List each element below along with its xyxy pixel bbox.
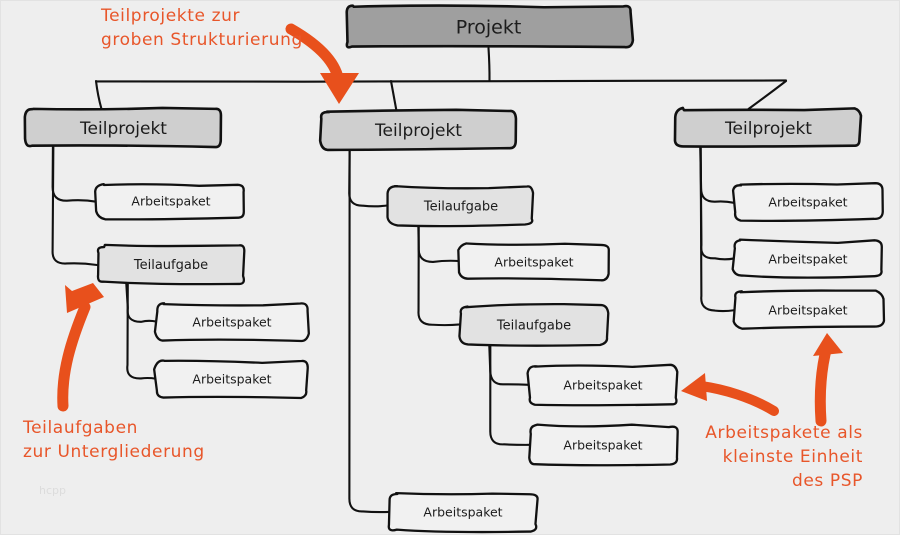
node-right-2-box	[731, 238, 883, 279]
node-middle-3-label: Teilaufgabe	[496, 319, 571, 334]
node-middle-1[interactable]: Teilaufgabe	[386, 184, 535, 228]
connector-left-to-subtask	[51, 145, 99, 267]
arrow-workpackages-head-up	[813, 333, 843, 356]
node-left-2-label: Teilaufgabe	[133, 258, 208, 273]
connector-right-to-wp2	[699, 145, 736, 261]
connector-subtask-to-wp2	[126, 281, 158, 380]
node-middle-2-box	[457, 242, 610, 282]
node-middle-1-label: Teilaufgabe	[423, 200, 498, 215]
node-subproject-3-label: Teilprojekt	[724, 119, 812, 139]
node-middle-4[interactable]: Arbeitspaket	[526, 363, 679, 407]
node-middle-5[interactable]: Arbeitspaket	[528, 423, 679, 467]
node-root-projekt[interactable]: Projekt	[345, 4, 635, 49]
annotation-subtasks-line-1: Teilaufgaben	[22, 418, 138, 438]
connector-right-to-wp1	[699, 145, 736, 204]
node-right-1-box	[731, 182, 884, 223]
node-right-3[interactable]: Arbeitspaket	[732, 289, 886, 330]
node-subproject-2-label: Teilprojekt	[374, 121, 462, 141]
connector-root-stem	[487, 46, 491, 83]
node-subproject-3[interactable]: Teilprojekt	[673, 106, 863, 148]
connector-mid-to-subtask1	[348, 147, 391, 208]
connector-layer	[51, 46, 788, 514]
node-middle-5-box	[528, 423, 679, 467]
connector-horizontal-bus	[94, 79, 788, 83]
node-right-3-box	[732, 289, 886, 330]
arrow-workpackages-curve-left	[696, 381, 779, 416]
annotation-workpackages-line-2: kleinste Einheit	[723, 447, 863, 467]
node-subproject-2-box	[318, 108, 518, 152]
annotation-subprojects-line-1: Teilprojekte zur	[100, 6, 240, 26]
node-middle-4-box	[526, 363, 679, 407]
node-left-1-box	[94, 182, 245, 221]
node-subproject-2[interactable]: Teilprojekt	[318, 108, 518, 152]
annotation-subtasks-line-2: zur Untergliederung	[23, 442, 205, 462]
node-middle-5-label: Arbeitspaket	[563, 438, 642, 453]
node-middle-2[interactable]: Arbeitspaket	[457, 242, 610, 282]
connector-mid-to-wp-bottom	[348, 147, 391, 514]
node-root-projekt-box	[345, 4, 635, 49]
node-middle-6-box	[387, 491, 539, 534]
node-middle-3-box	[458, 302, 610, 347]
node-left-3-box	[153, 302, 310, 343]
arrow-subtasks-head	[65, 283, 104, 313]
arrow-subprojects-head	[320, 73, 359, 104]
connector-left-to-wp1	[51, 145, 99, 203]
node-left-3-label: Arbeitspaket	[192, 315, 271, 330]
annotation-workpackages-line-3: des PSP	[792, 471, 863, 491]
arrow-workpackages-head-left	[681, 373, 707, 401]
node-left-1-label: Arbeitspaket	[131, 194, 210, 209]
node-right-1-label: Arbeitspaket	[768, 195, 847, 210]
annotation-subprojects: Teilprojekte zur groben Strukturierung	[100, 6, 303, 50]
node-left-4-label: Arbeitspaket	[192, 372, 271, 387]
node-subproject-1-box	[23, 106, 223, 149]
node-left-2[interactable]: Teilaufgabe	[96, 243, 246, 286]
node-middle-2-label: Arbeitspaket	[494, 255, 573, 270]
node-middle-6[interactable]: Arbeitspaket	[387, 491, 539, 534]
connector-right-to-wp3	[699, 145, 736, 313]
connector-bus-to-subproject-1	[94, 79, 103, 111]
arrow-subtasks-curve	[57, 301, 91, 412]
watermark-label: hcpp	[39, 484, 66, 497]
node-left-4-box	[153, 359, 309, 400]
connector-subtask-to-wp1	[125, 281, 158, 323]
node-left-3[interactable]: Arbeitspaket	[153, 302, 310, 343]
node-left-1[interactable]: Arbeitspaket	[94, 182, 245, 221]
connector-subtask2-to-wp2	[489, 342, 531, 446]
node-right-2[interactable]: Arbeitspaket	[731, 238, 883, 279]
annotation-subtasks: Teilaufgaben zur Untergliederung	[22, 418, 205, 462]
node-left-4[interactable]: Arbeitspaket	[153, 359, 309, 400]
connector-subtask1-to-wp	[417, 223, 462, 263]
node-root-projekt-label: Projekt	[456, 17, 522, 39]
connector-subtask1-to-subtask2	[417, 223, 462, 327]
node-middle-6-label: Arbeitspaket	[423, 505, 502, 520]
node-middle-1-box	[386, 184, 535, 228]
node-right-3-label: Arbeitspaket	[768, 303, 847, 318]
connector-bus-to-subproject-3	[747, 79, 788, 111]
connector-subtask2-to-wp1	[488, 342, 531, 386]
node-subproject-1-label: Teilprojekt	[79, 119, 167, 139]
annotation-workpackages-line-1: Arbeitspakete als	[705, 423, 863, 443]
node-middle-3[interactable]: Teilaufgabe	[458, 302, 610, 347]
node-subproject-1[interactable]: Teilprojekt	[23, 106, 223, 149]
arrow-workpackages-curve-up	[814, 340, 833, 427]
annotation-subprojects-line-2: groben Strukturierung	[101, 30, 303, 50]
node-middle-4-label: Arbeitspaket	[563, 378, 642, 393]
node-right-1[interactable]: Arbeitspaket	[731, 182, 884, 223]
connector-bus-to-subproject-2	[389, 79, 398, 113]
node-left-2-box	[96, 243, 246, 286]
node-subproject-3-box	[673, 106, 863, 148]
node-right-2-label: Arbeitspaket	[768, 252, 847, 267]
annotation-workpackages: Arbeitspakete als kleinste Einheit des PSP	[705, 423, 863, 491]
